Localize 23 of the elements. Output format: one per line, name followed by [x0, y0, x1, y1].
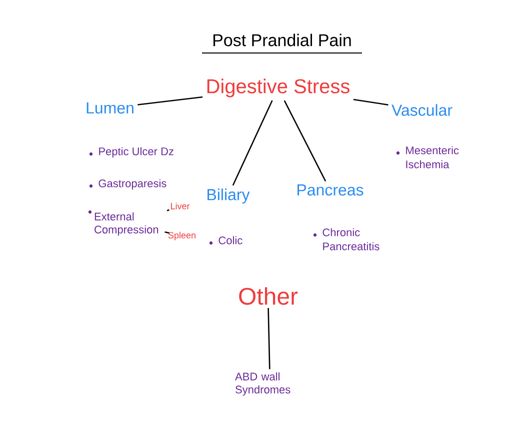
item-text: Spleen: [168, 232, 196, 240]
item-text: Peptic Ulcer Dz: [99, 147, 174, 158]
connector-line: [353, 98, 388, 106]
connector-line: [138, 96, 203, 106]
connector-line: [268, 308, 270, 370]
category-text: Vascular: [392, 104, 452, 116]
connector-line: [232, 100, 273, 186]
heading-text: Digestive Stress: [207, 78, 350, 98]
connector-line: [284, 100, 326, 182]
item-text: Gastroparesis: [98, 179, 166, 190]
item-text: Colic: [218, 236, 242, 244]
heading-text: Other: [239, 287, 298, 305]
item-text: Mesenteric Ischemia: [406, 146, 459, 168]
category-text: Lumen: [86, 102, 134, 114]
connector-line: [166, 209, 170, 212]
category-text: Biliary: [208, 188, 250, 204]
title-text: Post Prandial Pain: [213, 34, 351, 46]
item-text: Liver: [170, 202, 190, 210]
item-text: ABD wall Syndromes: [235, 372, 290, 396]
connector-line: [164, 231, 170, 234]
item-text: External Compression: [94, 212, 158, 236]
category-text: Pancreas: [298, 184, 364, 196]
item-text: Chronic Pancreatitis: [322, 228, 380, 250]
